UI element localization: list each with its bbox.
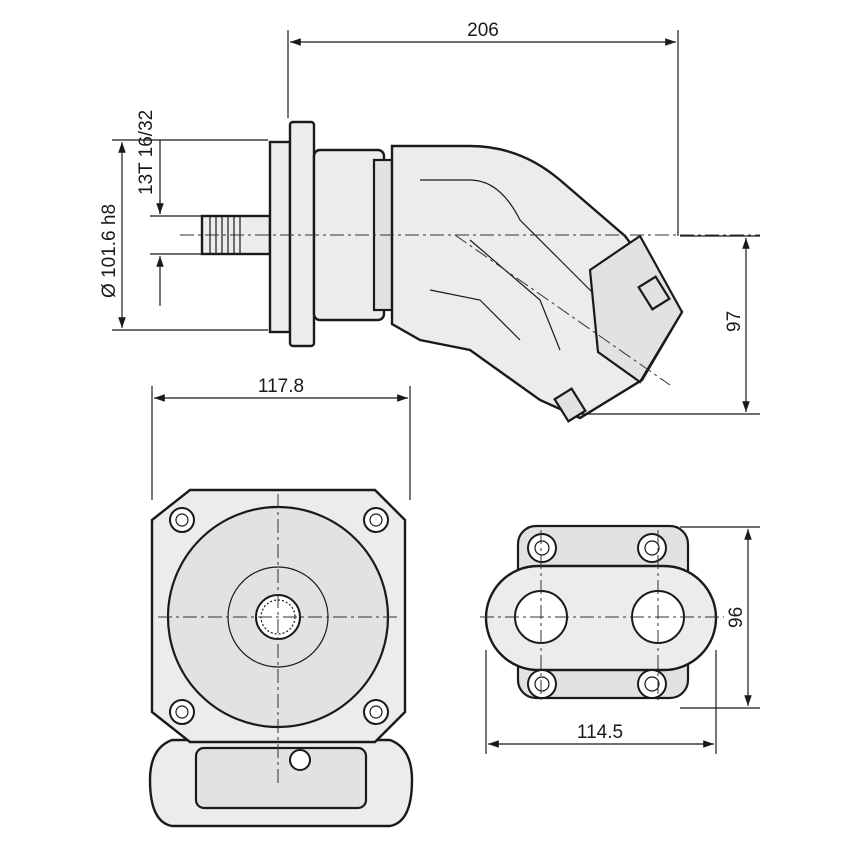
port-bolt-holes (527, 533, 667, 699)
dimension-pilot-diameter: Ø 101.6 h8 (99, 139, 268, 331)
front-view (148, 488, 414, 828)
bottom-lug-inner (194, 746, 368, 810)
port-bolt-lower (553, 387, 587, 423)
mounting-flange (288, 120, 316, 348)
front-bolt-holes (169, 507, 389, 725)
dimension-overall-length: 206 (287, 20, 679, 236)
dim-port-width: 114.5 (577, 722, 623, 743)
port-block (588, 234, 684, 384)
dim-spline: 13T 16/32 (136, 110, 157, 195)
side-view (180, 120, 760, 423)
bottom-port-hole (289, 749, 311, 771)
dim-pilot-diameter: Ø 101.6 h8 (99, 204, 120, 298)
pilot-collar (268, 140, 292, 334)
dimension-port-width: 114.5 (485, 650, 717, 754)
dim-flange-width: 117.8 (258, 376, 304, 397)
dim-port-height: 96 (726, 607, 747, 628)
dimension-port-height: 96 (680, 526, 760, 709)
dimension-port-offset: 97 (580, 235, 760, 415)
port-bolt-upper (637, 275, 671, 311)
dimension-flange-width: 117.8 (151, 376, 411, 500)
dim-overall-length: 206 (467, 20, 499, 41)
dimension-spline: 13T 16/32 (136, 110, 202, 306)
dim-port-offset: 97 (724, 311, 745, 332)
port-view (480, 524, 724, 700)
head-detail (420, 179, 601, 351)
